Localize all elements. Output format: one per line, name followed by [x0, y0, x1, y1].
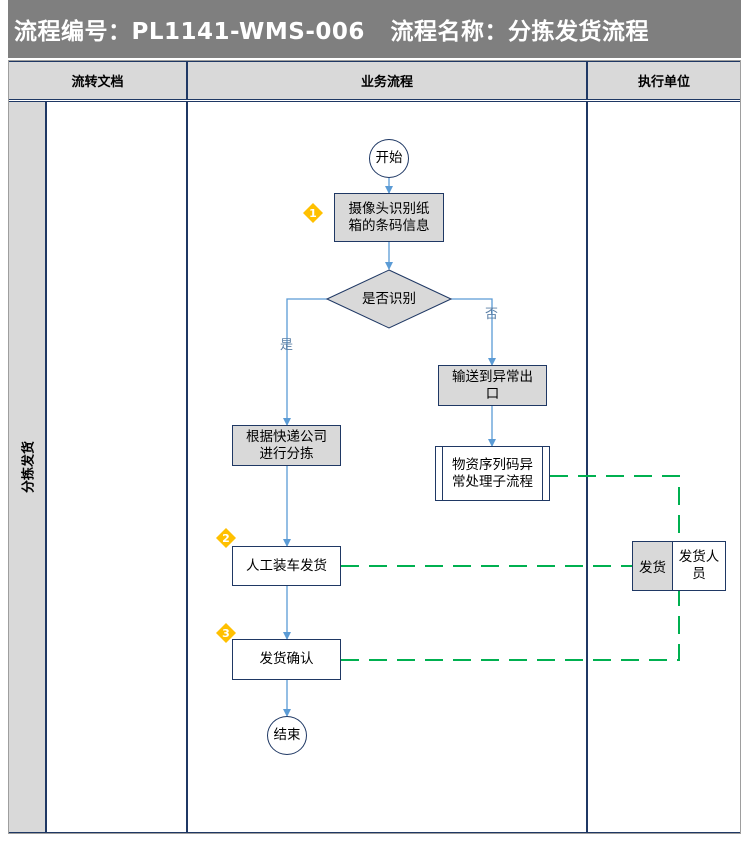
end-node-label: 结束 — [273, 727, 301, 743]
manual-loading-step: 人工装车发货 — [232, 546, 341, 586]
arrow-decision-no — [451, 298, 496, 366]
column-header-documents: 流转文档 — [8, 61, 187, 100]
decision-diamond — [326, 269, 452, 329]
diamond-badge-icon — [216, 528, 236, 548]
shipment-confirm-step: 发货确认 — [232, 639, 341, 680]
end-node: 结束 — [267, 716, 307, 755]
serial-exception-subprocess-label: 物资序列码异常处理子流程 — [452, 456, 533, 490]
step-badge-1-number: 1 — [309, 206, 317, 220]
executing-role-box: 发货 发货人员 — [632, 541, 726, 591]
diamond-badge-icon — [303, 203, 323, 223]
step-badge-2: 2 — [216, 528, 236, 548]
exception-exit-step-label: 输送到异常出口 — [452, 368, 533, 402]
role-person: 发货人员 — [673, 542, 725, 590]
executing-unit-column — [587, 101, 741, 833]
step-badge-3: 3 — [216, 623, 236, 643]
dashed-link-subprocess — [550, 475, 680, 566]
swimlane-label: 分拣发货 — [8, 101, 46, 833]
arrow-decision-yes — [283, 298, 327, 426]
page-title: 流程编号：PL1141-WMS-006 流程名称：分拣发货流程 — [8, 0, 741, 58]
exception-exit-step: 输送到异常出口 — [438, 365, 547, 406]
subprocess-right-bar — [542, 447, 543, 500]
shipment-confirm-step-label: 发货确认 — [259, 651, 314, 667]
documents-column — [46, 101, 187, 833]
edge-label-yes: 是 — [280, 338, 294, 353]
start-node-label: 开始 — [375, 150, 403, 166]
scan-barcode-step-label: 摄像头识别纸箱的条码信息 — [348, 200, 430, 234]
dashed-link-confirm — [341, 591, 680, 661]
role-department: 发货 — [633, 542, 673, 590]
step-badge-1: 1 — [303, 203, 323, 223]
serial-exception-subprocess: 物资序列码异常处理子流程 — [435, 446, 550, 501]
column-header-business-flow: 业务流程 — [187, 61, 587, 100]
step-badge-2-number: 2 — [222, 531, 230, 545]
start-node: 开始 — [369, 139, 409, 178]
step-badge-3-number: 3 — [222, 626, 230, 640]
sort-by-courier-step: 根据快递公司进行分拣 — [232, 425, 341, 466]
scan-barcode-step: 摄像头识别纸箱的条码信息 — [334, 193, 444, 242]
sort-by-courier-step-label: 根据快递公司进行分拣 — [246, 428, 327, 462]
manual-loading-step-label: 人工装车发货 — [246, 557, 327, 574]
subprocess-left-bar — [442, 447, 443, 500]
decision-label: 是否识别 — [362, 290, 416, 307]
edge-label-no: 否 — [485, 307, 499, 322]
diamond-badge-icon — [216, 623, 236, 643]
